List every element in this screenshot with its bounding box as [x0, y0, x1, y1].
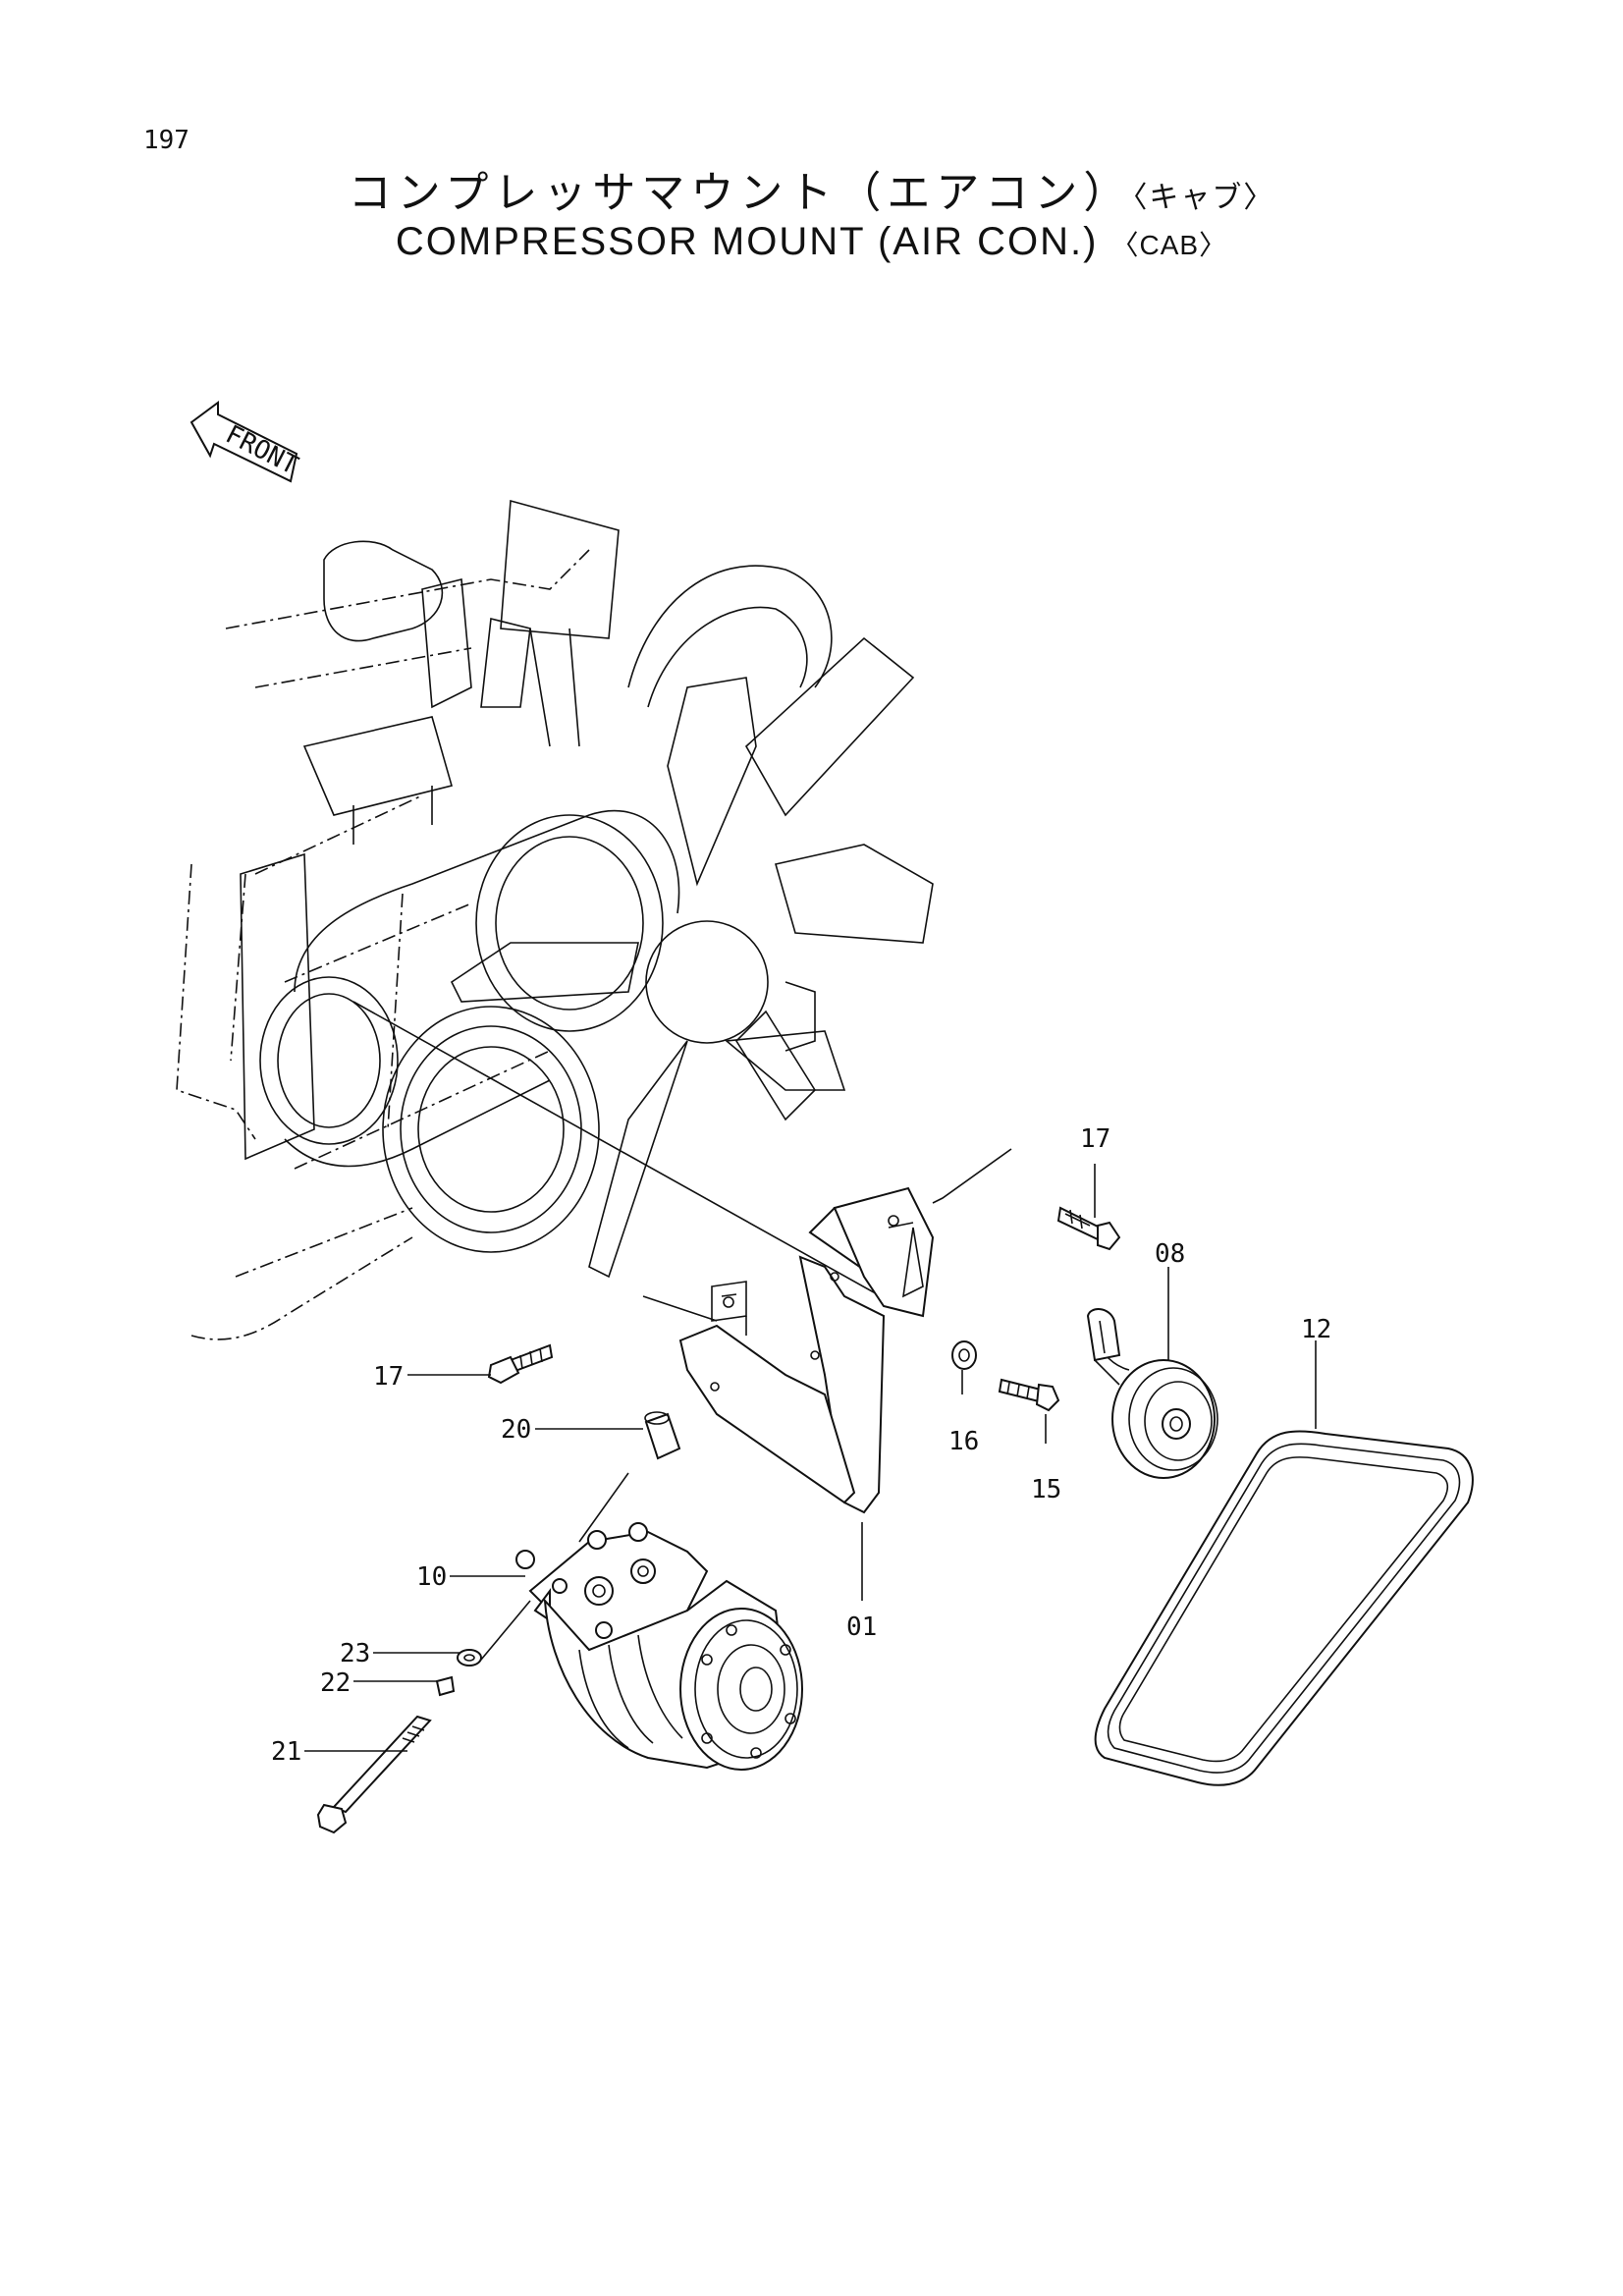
- title-japanese-sub: 〈キャブ〉: [1132, 181, 1275, 215]
- bolt-part-21: [316, 1715, 432, 1834]
- front-label: FRONT: [221, 420, 303, 481]
- bracket-part-01: [678, 1186, 935, 1514]
- callout-22: 22: [320, 1668, 351, 1698]
- spacer-part-20: [644, 1411, 681, 1460]
- v-belt-part-12: [1094, 1430, 1474, 1786]
- bolt-part-17-left: [487, 1343, 554, 1385]
- bolt-part-15: [998, 1378, 1060, 1412]
- callout-16: 16: [948, 1427, 979, 1456]
- callout-10: 10: [416, 1562, 447, 1592]
- bolt-part-17-upper: [1056, 1206, 1121, 1251]
- callout-20: 20: [501, 1415, 531, 1445]
- title-japanese-main: コンプレッサマウント（エアコン）: [348, 168, 1133, 218]
- washer-part-22: [435, 1675, 456, 1697]
- front-arrow-icon: FRONT: [189, 401, 303, 483]
- title-english: COMPRESSOR MOUNT (AIR CON.) 〈CAB〉: [0, 220, 1623, 264]
- washer-part-23: [457, 1649, 482, 1667]
- compressor-part-10: [515, 1522, 803, 1771]
- callout-12: 12: [1301, 1315, 1331, 1344]
- washer-part-16: [951, 1340, 977, 1370]
- callout-23: 23: [340, 1639, 370, 1668]
- callout-17-left: 17: [373, 1362, 404, 1392]
- callout-labels: 17 08 12 17 20 16 15 10 01 23 22 21: [271, 1124, 1331, 1767]
- title-english-sub: 〈CAB〉: [1110, 230, 1228, 260]
- callout-01: 01: [846, 1613, 877, 1642]
- leader-lines: [304, 1148, 1317, 1752]
- title-english-main: COMPRESSOR MOUNT (AIR CON.): [395, 220, 1099, 263]
- title-japanese: コンプレッサマウント（エアコン）〈キャブ〉: [0, 157, 1623, 220]
- pulley-part-08: [1086, 1308, 1218, 1479]
- callout-15: 15: [1031, 1475, 1061, 1504]
- callout-08: 08: [1155, 1239, 1185, 1269]
- callout-17-upper: 17: [1080, 1124, 1110, 1154]
- callout-21: 21: [271, 1737, 301, 1767]
- engine-assembly: [176, 499, 934, 1340]
- page-number: 197: [143, 126, 189, 155]
